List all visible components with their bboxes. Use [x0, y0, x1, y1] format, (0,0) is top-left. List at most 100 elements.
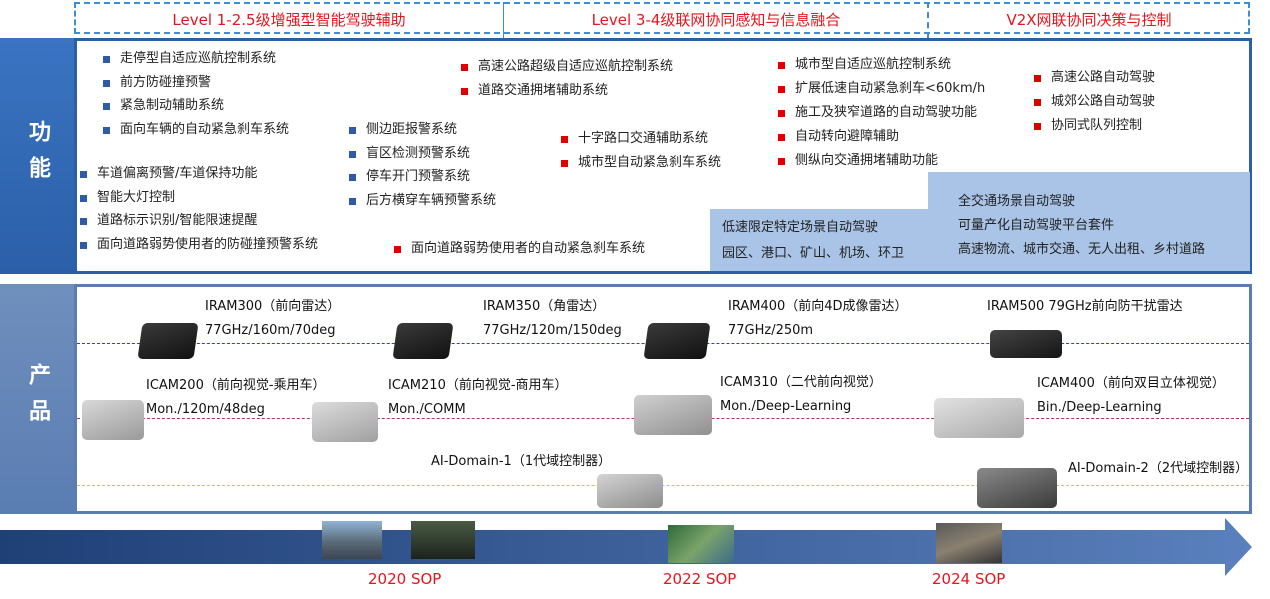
product-name: IRAM400（前向4D成像雷达）	[728, 299, 908, 314]
camera-device-image	[312, 402, 378, 442]
low-speed-desc: 园区、港口、矿山、机场、环卫	[722, 246, 905, 261]
bullet-icon	[394, 246, 401, 253]
phase-1-title: Level 1-2.5级增强型智能驾驶辅助	[172, 11, 406, 29]
function-item: 城市型自适应巡航控制系统	[778, 56, 951, 74]
phase-3-title: V2X网联协同决策与控制	[1006, 11, 1172, 29]
bullet-icon	[80, 242, 87, 249]
product-spec: 77GHz/250m	[728, 323, 814, 338]
bullet-icon	[80, 218, 87, 225]
domain-controller-image	[597, 474, 663, 508]
milestone-2024: 2024 SOP	[932, 570, 1006, 588]
bullet-icon	[778, 62, 785, 69]
product-spec: Mon./Deep-Learning	[720, 399, 852, 414]
bullet-icon	[80, 171, 87, 178]
bullet-icon	[778, 110, 785, 117]
domain-controller-image	[977, 468, 1057, 508]
product-spec: Bin./Deep-Learning	[1037, 400, 1162, 415]
bullet-icon	[80, 195, 87, 202]
product-name: ICAM310（二代前向视觉）	[720, 375, 882, 390]
function-item: 城郊公路自动驾驶	[1034, 93, 1155, 111]
function-item: 施工及狭窄道路的自动驾驶功能	[778, 104, 977, 122]
function-item: 面向车辆的自动紧急刹车系统	[103, 121, 289, 139]
product-name: IRAM300（前向雷达）	[205, 299, 341, 314]
function-item: 协同式队列控制	[1034, 117, 1142, 135]
product-name: ICAM400（前向双目立体视觉）	[1037, 376, 1225, 391]
bullet-icon	[349, 151, 356, 158]
product-spec: Mon./COMM	[388, 402, 466, 417]
function-item: 紧急制动辅助系统	[103, 97, 224, 115]
bullet-icon	[461, 88, 468, 95]
milestone-2020: 2020 SOP	[368, 570, 442, 588]
product-side-label: 产品	[0, 284, 74, 514]
radar-device-image	[643, 323, 711, 359]
bullet-icon	[349, 127, 356, 134]
function-item: 停车开门预警系统	[349, 168, 470, 186]
function-item: 侧纵向交通拥堵辅助功能	[778, 152, 938, 170]
function-label-text: 功能	[25, 120, 50, 192]
product-spec: Mon./120m/48deg	[146, 402, 265, 417]
milestone-2022: 2022 SOP	[663, 570, 737, 588]
bullet-icon	[561, 160, 568, 167]
camera-device-image	[82, 400, 144, 440]
low-speed-box	[710, 209, 928, 271]
bullet-icon	[1034, 123, 1041, 130]
full-scene-title: 全交通场景自动驾驶	[958, 194, 1076, 209]
milestone-thumbnail	[322, 521, 382, 559]
bullet-icon	[461, 64, 468, 71]
full-scene-desc: 高速物流、城市交通、无人出租、乡村道路	[958, 242, 1206, 257]
function-item: 十字路口交通辅助系统	[561, 130, 708, 148]
bullet-icon	[1034, 99, 1041, 106]
function-item: 高速公路超级自适应巡航控制系统	[461, 58, 673, 76]
function-item: 扩展低速自动紧急刹车<60km/h	[778, 80, 985, 98]
camera-device-image	[634, 395, 712, 435]
product-name: IRAM500 79GHz前向防干扰雷达	[987, 299, 1183, 314]
bullet-icon	[561, 136, 568, 143]
product-name: AI-Domain-2（2代域控制器）	[1068, 461, 1249, 476]
bullet-icon	[778, 134, 785, 141]
milestone-thumbnail	[936, 523, 1002, 563]
bullet-icon	[103, 80, 110, 87]
milestone-thumbnail	[411, 521, 475, 559]
bullet-icon	[778, 86, 785, 93]
function-item: 车道偏离预警/车道保持功能	[80, 165, 257, 183]
function-item: 道路交通拥堵辅助系统	[461, 82, 608, 100]
product-name: IRAM350（角雷达）	[483, 299, 606, 314]
full-scene-box	[928, 172, 1250, 271]
bullet-icon	[349, 198, 356, 205]
function-item: 道路标示识别/智能限速提醒	[80, 212, 257, 230]
bullet-icon	[1034, 75, 1041, 82]
full-scene-kit: 可量产化自动驾驶平台套件	[958, 218, 1115, 233]
product-name: AI-Domain-1（1代域控制器）	[431, 454, 612, 469]
bullet-icon	[349, 174, 356, 181]
product-spec: 77GHz/120m/150deg	[483, 323, 622, 338]
bullet-icon	[103, 127, 110, 134]
function-item: 前方防碰撞预警	[103, 74, 211, 92]
function-item: 城市型自动紧急刹车系统	[561, 154, 721, 172]
camera-device-image	[934, 398, 1024, 438]
radar-device-image	[392, 323, 454, 359]
bullet-icon	[778, 158, 785, 165]
function-item: 走停型自适应巡航控制系统	[103, 50, 276, 68]
low-speed-title: 低速限定特定场景自动驾驶	[722, 220, 879, 235]
timeline-arrow	[0, 518, 1252, 576]
function-item: 后方横穿车辆预警系统	[349, 192, 496, 210]
product-name: ICAM210（前向视觉-商用车）	[388, 378, 568, 393]
product-name: ICAM200（前向视觉-乘用车）	[146, 378, 326, 393]
radar-device-image	[990, 330, 1062, 358]
function-item: 自动转向避障辅助	[778, 128, 899, 146]
function-item: 高速公路自动驾驶	[1034, 69, 1155, 87]
function-item: 侧边距报警系统	[349, 121, 457, 139]
domain-row-line	[77, 485, 1249, 486]
function-item: 智能大灯控制	[80, 189, 175, 207]
milestone-thumbnail	[668, 525, 734, 563]
function-item: 面向道路弱势使用者的防碰撞预警系统	[80, 236, 318, 254]
radar-device-image	[137, 323, 199, 359]
function-side-label: 功能	[0, 38, 74, 274]
function-item: 面向道路弱势使用者的自动紧急刹车系统	[394, 240, 645, 258]
function-item: 盲区检测预警系统	[349, 145, 470, 163]
product-label-text: 产品	[25, 363, 50, 435]
phase-header	[74, 2, 1250, 34]
product-spec: 77GHz/160m/70deg	[205, 323, 336, 338]
bullet-icon	[103, 103, 110, 110]
bullet-icon	[103, 56, 110, 63]
